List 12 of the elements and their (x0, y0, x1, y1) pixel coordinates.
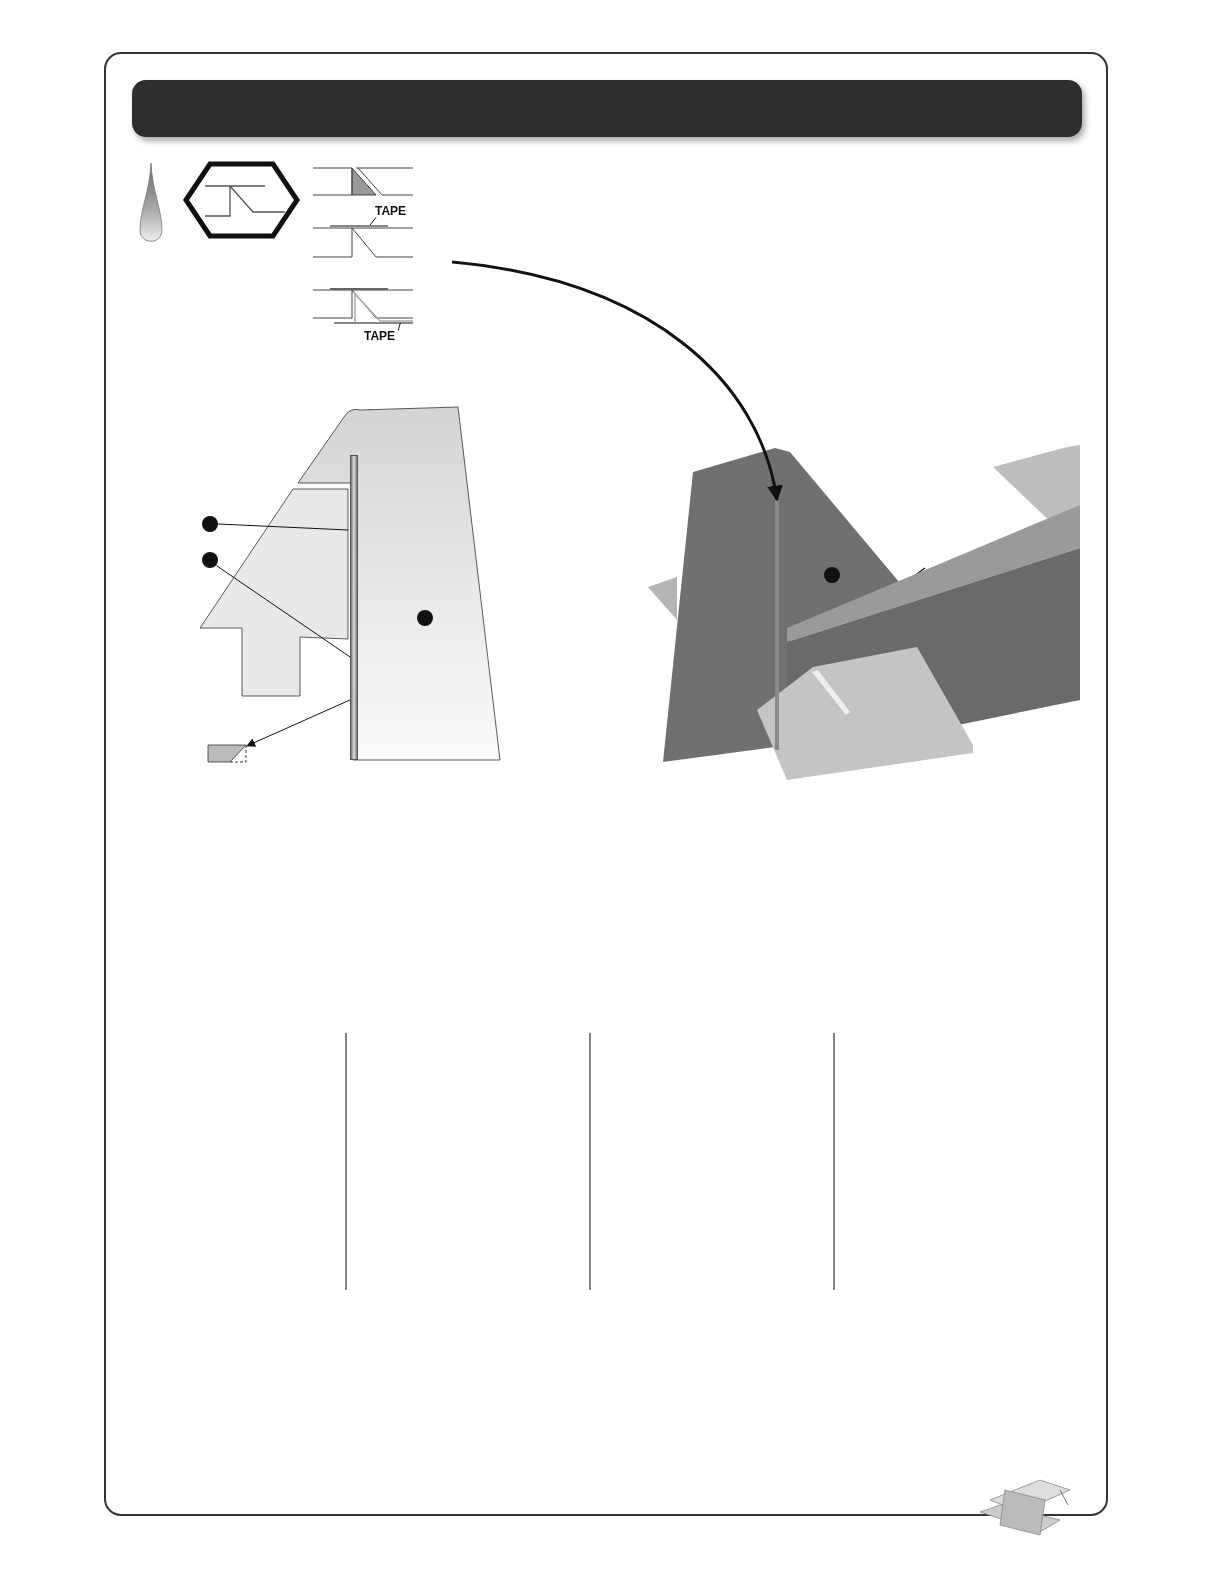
hinge-rod (350, 455, 358, 760)
tape-label: TAPE (364, 329, 400, 343)
leader-line (369, 216, 377, 226)
leader-line (397, 322, 401, 331)
curved-arrow (451, 260, 782, 502)
callout-dot (202, 516, 218, 532)
tape-strip (334, 322, 413, 324)
callout-dot (202, 552, 218, 568)
leader-line (217, 523, 349, 531)
tape-label: TAPE (375, 204, 411, 218)
leader-arrow (246, 699, 351, 747)
leader-line (215, 565, 351, 658)
